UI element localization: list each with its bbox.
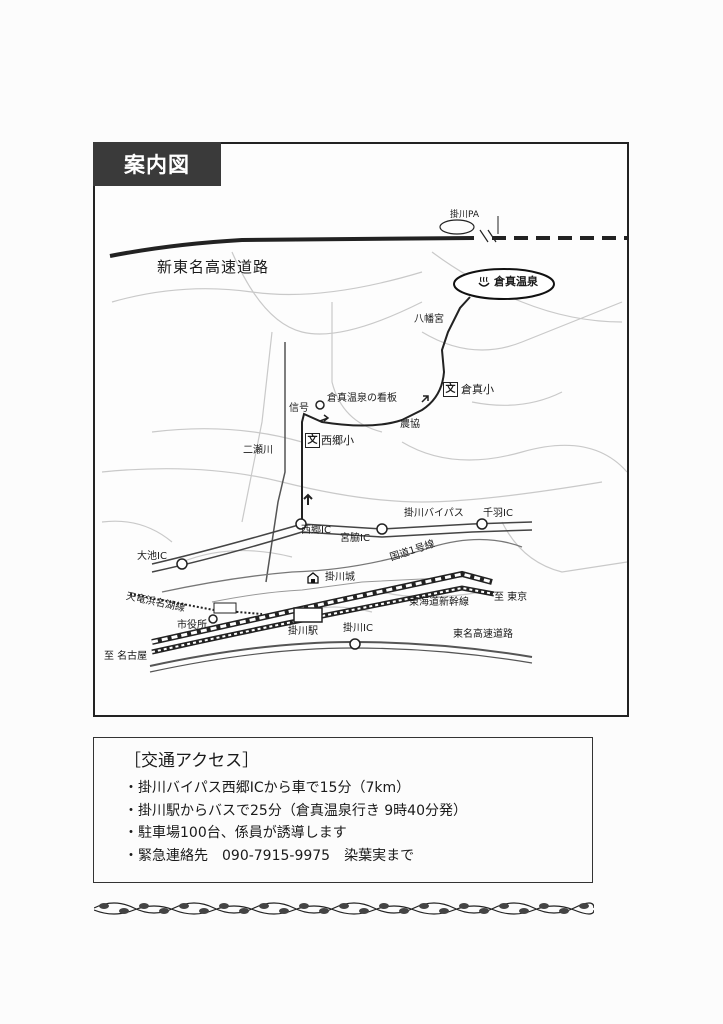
oike-ic-marker bbox=[176, 558, 188, 570]
school-icon-saigo: 文 bbox=[305, 433, 320, 448]
label-signboard: 倉真温泉の看板 bbox=[327, 393, 397, 404]
label-saigosho: 西郷小 bbox=[321, 434, 354, 447]
label-nokyo: 農協 bbox=[400, 419, 420, 430]
label-castle: 掛川城 bbox=[325, 572, 355, 583]
map-roads bbox=[101, 216, 627, 673]
leaf-ornament bbox=[94, 902, 594, 915]
label-bypass: 掛川バイパス bbox=[404, 508, 464, 519]
new-tomei-expressway bbox=[109, 236, 475, 258]
kakegawa-ic-marker bbox=[349, 638, 361, 650]
access-title: ［交通アクセス］ bbox=[124, 751, 260, 771]
access-line-parking: ・駐車場100台、係員が誘導します bbox=[124, 825, 347, 841]
futasegawa-river bbox=[265, 342, 286, 583]
access-box: ［交通アクセス］ ・掛川バイパス西郷ICから車で15分（7km） ・掛川駅からバ… bbox=[93, 737, 593, 883]
label-tomei: 東名高速道路 bbox=[453, 629, 513, 640]
shiyakusho-marker bbox=[208, 614, 218, 624]
label-to-nagoya: 至 名古屋 bbox=[104, 651, 148, 662]
route1 bbox=[161, 538, 523, 593]
label-kuramasho: 倉真小 bbox=[461, 383, 494, 396]
route-line bbox=[301, 296, 471, 522]
label-senba-ic: 千羽IC bbox=[483, 508, 513, 519]
label-pa: 掛川PA bbox=[450, 210, 480, 220]
miyawaki-ic-marker bbox=[376, 523, 388, 535]
label-saigo-ic: 西郷IC bbox=[301, 525, 331, 536]
label-shiyakusho: 市役所 bbox=[177, 620, 207, 631]
label-yawatamiya: 八幡宮 bbox=[414, 314, 444, 325]
label-miyawaki-ic: 宮脇IC bbox=[340, 533, 370, 544]
label-new-tomei: 新東名高速道路 bbox=[157, 258, 270, 276]
school-icon: 文 bbox=[443, 382, 458, 397]
signboard-marker bbox=[315, 400, 325, 410]
label-to-tokyo: 至 東京 bbox=[494, 592, 528, 603]
station-box bbox=[293, 607, 323, 623]
saigo-ic-marker bbox=[295, 518, 307, 530]
onsen-icon bbox=[478, 276, 490, 287]
label-signal: 信号 bbox=[289, 403, 309, 414]
access-line-bus: ・掛川駅からバスで25分（倉真温泉行き 9時40分発） bbox=[124, 802, 467, 819]
label-futasegawa: 二瀬川 bbox=[243, 445, 273, 456]
access-line-bypass: ・掛川バイパス西郷ICから車で15分（7km） bbox=[124, 780, 411, 796]
label-station: 掛川駅 bbox=[288, 626, 318, 637]
onsen-ellipse bbox=[453, 268, 555, 300]
tomei-expressway bbox=[149, 640, 533, 667]
label-kakegawa-ic: 掛川IC bbox=[343, 623, 373, 634]
arrow-icon bbox=[303, 493, 313, 505]
label-shinkansen: 東海道新幹線 bbox=[409, 597, 469, 608]
access-line-contact: ・緊急連絡先 090-7915-9975 染葉実まで bbox=[124, 847, 415, 864]
label-oike-ic: 大池IC bbox=[137, 551, 167, 562]
map-title: 案内図 bbox=[93, 142, 221, 186]
pa-ellipse bbox=[439, 219, 475, 235]
castle-icon bbox=[307, 572, 319, 584]
map-frame bbox=[93, 142, 629, 717]
senba-ic-marker bbox=[476, 518, 488, 530]
label-onsen: 倉真温泉 bbox=[494, 275, 538, 288]
